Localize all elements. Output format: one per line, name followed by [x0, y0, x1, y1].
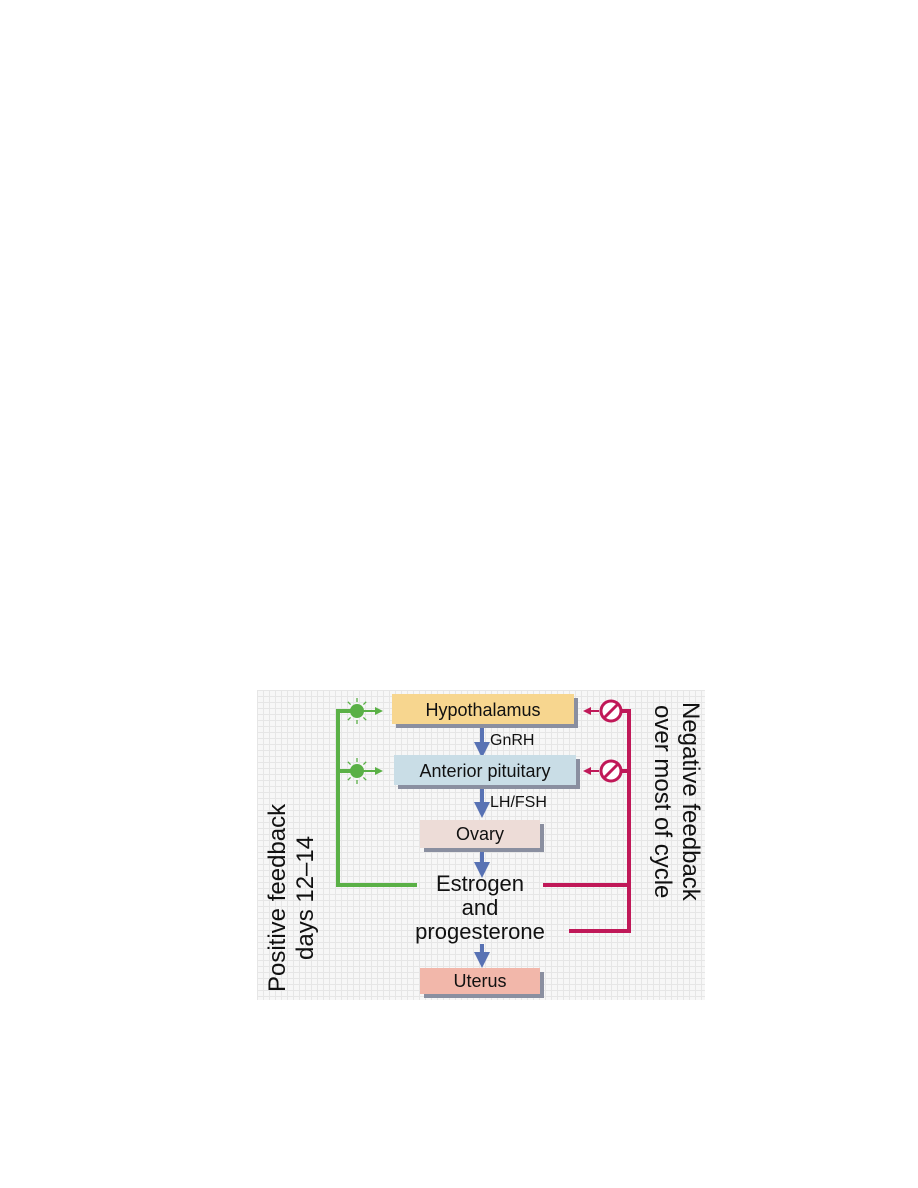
stimulation-icon-hypothalamus: [344, 698, 370, 724]
inhibition-icon-hypothalamus: [599, 699, 623, 723]
positive-feedback-label: Positive feedback days 12–14: [264, 803, 319, 992]
positive-feedback-line1: Positive feedback: [264, 803, 291, 992]
positive-feedback-loop: [336, 707, 417, 887]
positive-feedback-line: [336, 709, 417, 887]
hypothalamus-label: Hypothalamus: [425, 700, 540, 720]
negative-feedback-line-progesterone: [569, 709, 631, 933]
positive-feedback-line2: days 12–14: [292, 836, 319, 960]
lh-fsh-label: LH/FSH: [490, 794, 547, 811]
estrogen-label: Estrogen: [436, 871, 524, 896]
anterior-pituitary-label: Anterior pituitary: [419, 761, 550, 781]
hormone-feedback-diagram: Positive feedback days 12–14 Negative fe…: [257, 690, 705, 1000]
stimulation-icon-pituitary: [344, 758, 370, 784]
uterus-box: Uterus: [420, 968, 544, 998]
hypothalamus-box: Hypothalamus: [392, 694, 578, 728]
negative-feedback-loop: [543, 707, 631, 933]
negative-feedback-label: Negative feedback over most of cycle: [649, 702, 704, 902]
gnrh-label: GnRH: [490, 732, 534, 749]
ovary-label: Ovary: [456, 824, 504, 844]
progesterone-label: progesterone: [415, 919, 545, 944]
negative-feedback-line1: Negative feedback: [677, 702, 704, 902]
and-label: and: [462, 895, 499, 920]
negative-feedback-line2: over most of cycle: [649, 705, 676, 898]
uterus-label: Uterus: [453, 971, 506, 991]
inhibition-icon-pituitary: [599, 759, 623, 783]
anterior-pituitary-box: Anterior pituitary: [394, 755, 580, 789]
estrogen-progesterone-node: Estrogen and progesterone: [415, 871, 545, 944]
ovary-box: Ovary: [420, 820, 544, 852]
